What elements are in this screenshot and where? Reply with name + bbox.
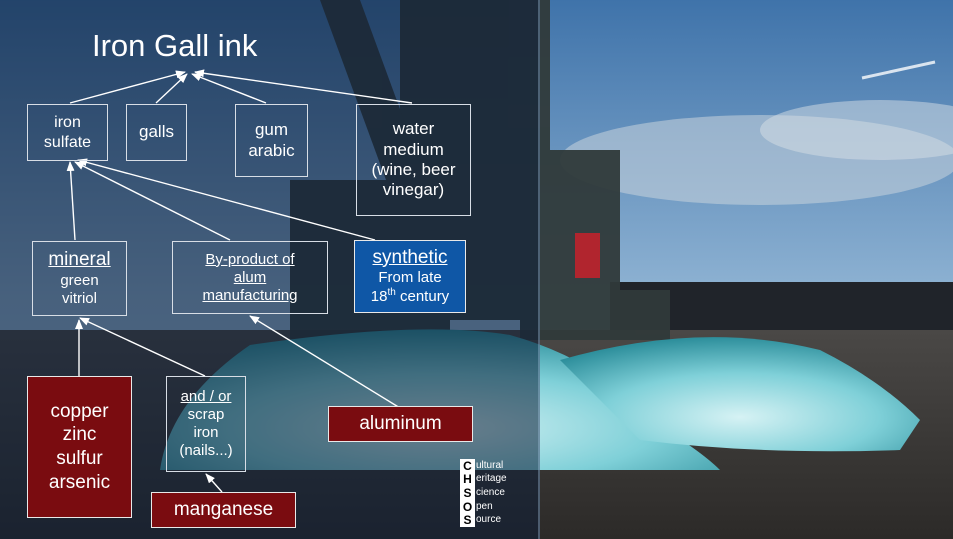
logo-letters: C H S O S — [460, 459, 475, 527]
logo-letter-o: O — [462, 499, 473, 514]
arrow-scrap-to-mineral — [79, 317, 206, 377]
node-aluminum: aluminum — [328, 406, 473, 442]
element-arsenic: arsenic — [48, 471, 111, 493]
arrow-mineral-to-iron-sulfate — [66, 161, 76, 241]
logo-letter-s1: S — [463, 485, 472, 500]
chsos-logo: C H S O S ultural eritage cience pen our… — [460, 459, 530, 527]
scrap-line-4: (nails...) — [179, 442, 233, 459]
synthetic-line-2: 18th century — [371, 287, 449, 306]
synthetic-line-1: From late — [378, 269, 442, 287]
logo-word-1: ultural — [476, 459, 504, 471]
logo-letter-h: H — [463, 472, 472, 487]
node-byproduct: By-product of alum manufacturing — [172, 241, 328, 314]
iron-sulfate-line-2: sulfate — [43, 133, 92, 151]
arrow-manganese-to-scrap — [205, 473, 223, 493]
mineral-line-2: vitriol — [61, 289, 97, 307]
node-iron-sulfate: iron sulfate — [27, 104, 108, 161]
node-gum-arabic: gum arabic — [235, 104, 308, 177]
arrow-byproduct-to-iron-sulfate — [74, 161, 231, 241]
arrow-iron-sulfate-to-ink — [69, 70, 186, 104]
element-copper: copper — [50, 400, 109, 422]
aluminum-label: aluminum — [359, 412, 442, 434]
scrap-line-2: scrap — [187, 406, 225, 423]
node-manganese: manganese — [151, 492, 296, 528]
water-medium-line-4: vinegar) — [382, 180, 445, 200]
galls-label: galls — [139, 122, 174, 142]
logo-letter-s2: S — [463, 513, 472, 528]
iron-sulfate-line-1: iron — [54, 114, 81, 132]
water-medium-line-2: medium — [383, 139, 444, 159]
node-scrap-iron: and / or scrap iron (nails...) — [166, 376, 246, 472]
node-mineral-elements: copper zinc sulfur arsenic — [27, 376, 132, 518]
arrow-aluminum-to-byproduct — [249, 315, 401, 409]
image-seam — [538, 0, 540, 539]
arrow-synthetic-to-iron-sulfate — [77, 158, 376, 241]
diagram-title: Iron Gall ink — [92, 28, 258, 63]
logo-word-5: ource — [476, 514, 502, 526]
node-mineral: mineral green vitriol — [32, 241, 127, 316]
mineral-heading: mineral — [48, 249, 111, 271]
node-water-medium: water medium (wine, beer vinegar) — [356, 104, 471, 216]
byproduct-line-1: By-product of — [205, 250, 295, 268]
century-word: century — [395, 288, 450, 306]
logo-word-3: cience — [476, 486, 505, 498]
byproduct-line-2: alum — [233, 268, 267, 286]
byproduct-line-3: manufacturing — [202, 286, 298, 304]
arrow-galls-to-ink — [155, 73, 188, 104]
logo-letter-c: C — [463, 458, 472, 473]
node-galls: galls — [126, 104, 187, 161]
logo-word-2: eritage — [476, 473, 507, 485]
node-synthetic: synthetic From late 18th century — [354, 240, 466, 313]
water-medium-line-3: (wine, beer — [371, 160, 456, 179]
logo-word-4: pen — [476, 500, 493, 512]
logo-words: ultural eritage cience pen ource — [476, 459, 507, 527]
century-number: 18 — [370, 288, 388, 306]
mineral-line-1: green — [60, 271, 99, 289]
scrap-line-1: and / or — [180, 388, 232, 405]
manganese-label: manganese — [173, 498, 274, 520]
element-sulfur: sulfur — [56, 448, 103, 469]
gum-arabic-line-1: gum — [254, 120, 289, 140]
century-suffix: th — [387, 287, 396, 299]
synthetic-heading: synthetic — [372, 246, 448, 268]
water-medium-line-1: water — [392, 119, 435, 139]
arrow-water-to-ink — [194, 69, 413, 104]
gum-arabic-line-2: arabic — [248, 140, 295, 160]
scrap-line-3: iron — [193, 424, 219, 441]
arrow-gum-to-ink — [191, 73, 267, 104]
element-zinc: zinc — [62, 424, 97, 446]
